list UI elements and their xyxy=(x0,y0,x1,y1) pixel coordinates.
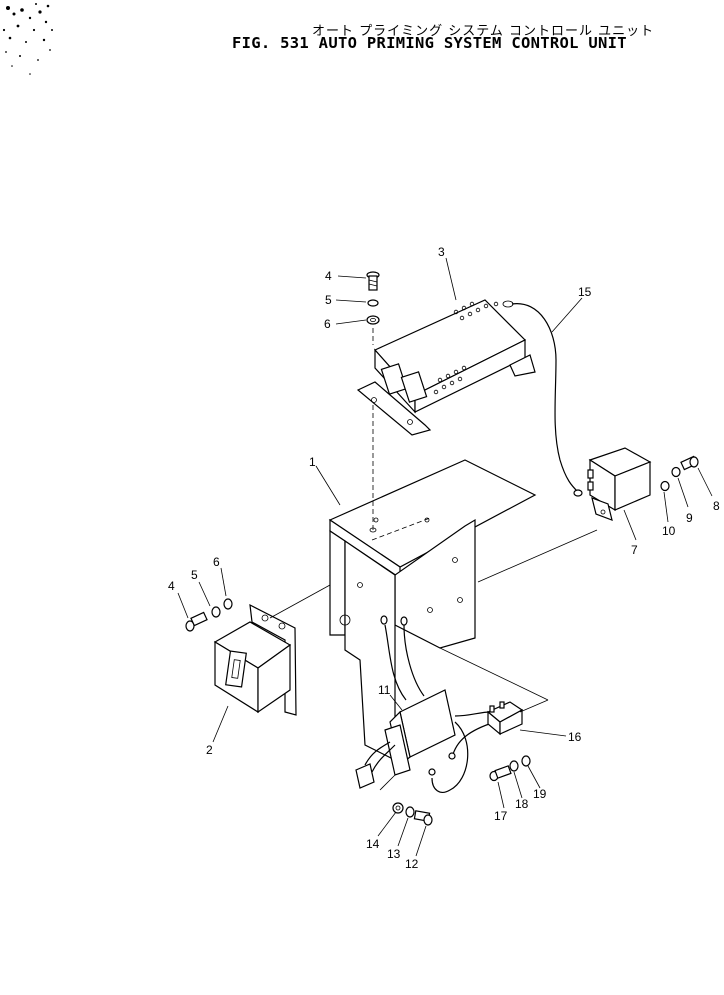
leader-relay xyxy=(477,529,598,583)
callout-6-left: 6 xyxy=(213,555,220,569)
controller-part-3 xyxy=(356,299,536,436)
callout-5: 5 xyxy=(325,293,332,307)
wire-terminal xyxy=(573,489,583,497)
top-fasteners xyxy=(366,271,380,533)
callout-8: 8 xyxy=(713,499,720,513)
callout-10: 10 xyxy=(662,524,676,538)
scan-noise xyxy=(2,3,53,75)
figure-title-en: FIG. 531 AUTO PRIMING SYSTEM CONTROL UNI… xyxy=(232,34,627,52)
callout-4: 4 xyxy=(325,269,332,283)
lower-right-fasteners xyxy=(489,755,531,782)
relay-part-7 xyxy=(587,447,652,521)
callout-2: 2 xyxy=(206,743,213,757)
callout-13: 13 xyxy=(387,847,401,861)
left-fasteners xyxy=(185,598,233,632)
leader-module xyxy=(379,774,396,791)
callout-11: 11 xyxy=(378,683,391,697)
callout-17: 17 xyxy=(494,809,508,823)
callout-leaders xyxy=(177,257,713,857)
callout-1: 1 xyxy=(309,455,316,469)
figure-title-jp: オート プライミング システム コントロール ユニット xyxy=(312,24,655,39)
leader-connector-b xyxy=(519,699,549,713)
callout-18: 18 xyxy=(515,797,529,811)
callout-19: 19 xyxy=(533,787,547,801)
callout-14: 14 xyxy=(366,837,380,851)
callout-3: 3 xyxy=(438,245,445,259)
callout-16: 16 xyxy=(568,730,582,744)
wire-part-15 xyxy=(511,303,579,493)
callout-labels: 1 2 3 4 5 6 7 8 9 10 11 12 13 14 15 16 1… xyxy=(168,245,720,871)
callout-5-left: 5 xyxy=(191,568,198,582)
leader-connector-a xyxy=(439,647,549,701)
connector-part-16 xyxy=(486,701,524,736)
callout-4-left: 4 xyxy=(168,579,175,593)
relay-fasteners xyxy=(660,455,699,492)
lower-left-fasteners xyxy=(392,802,433,826)
callout-7: 7 xyxy=(631,543,638,557)
callout-15: 15 xyxy=(578,285,592,299)
bracket-part-1 xyxy=(328,459,537,761)
callout-12: 12 xyxy=(405,857,419,871)
callout-6: 6 xyxy=(324,317,331,331)
unit-part-2 xyxy=(213,603,297,716)
leader-unit xyxy=(269,584,331,619)
module-part-11 xyxy=(355,615,496,793)
callout-9: 9 xyxy=(686,511,693,525)
